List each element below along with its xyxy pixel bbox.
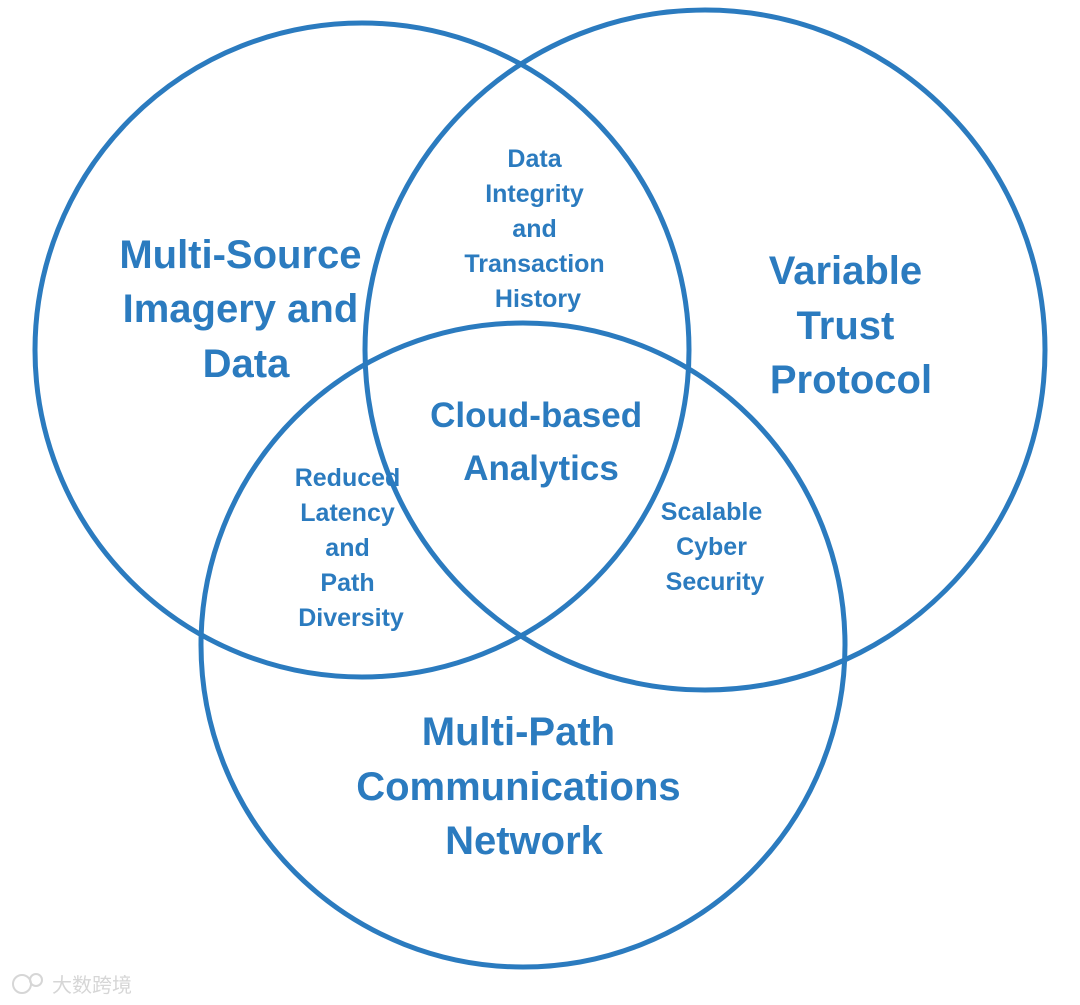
cyber-security-label: Scalable Cyber Security [661,498,769,596]
reduced-latency-label: Reduced Latency and Path Diversity [295,464,408,632]
data-integrity-line: Integrity [485,180,584,208]
data-integrity-line: Data [507,145,562,173]
cloud-analytics-line: Analytics [463,449,619,488]
reduced-latency-line: and [325,534,369,562]
variable-trust-label: Variable Trust Protocol [769,249,934,402]
variable-trust-circle [362,7,1048,693]
reduced-latency-line: Latency [300,499,395,527]
watermark: 大数跨境 [12,973,132,997]
variable-trust-line: Trust [797,304,895,348]
watermark-logo-icon [12,974,32,994]
cyber-security-line: Cyber [676,533,747,561]
watermark-text: 大数跨境 [52,973,132,997]
cloud-analytics-label: Cloud-based Analytics [430,396,652,488]
reduced-latency-line: Path [320,569,374,597]
cyber-security-line: Scalable [661,498,763,526]
reduced-latency-line: Diversity [298,604,404,632]
multi-path-line: Multi-Path [422,710,615,754]
multi-path-line: Network [445,819,604,863]
variable-trust-line: Variable [769,249,922,293]
data-integrity-line: and [512,215,556,243]
multi-path-label: Multi-Path Communications Network [356,710,692,863]
cyber-security-line: Security [666,568,765,596]
watermark-logo-icon [29,973,43,987]
data-integrity-line: History [495,285,581,313]
data-integrity-line: Transaction [464,250,604,278]
multi-source-line: Multi-Source [119,233,361,277]
multi-source-label: Multi-Source Imagery and Data [119,233,372,386]
multi-source-circle [32,20,692,680]
variable-trust-line: Protocol [770,358,932,402]
data-integrity-label: Data Integrity and Transaction History [464,145,611,313]
cloud-analytics-line: Cloud-based [430,396,642,435]
multi-source-line: Imagery and [123,287,359,331]
reduced-latency-line: Reduced [295,464,401,492]
multi-path-circle [198,320,848,970]
multi-source-line: Data [203,342,290,386]
multi-path-line: Communications [356,765,680,809]
